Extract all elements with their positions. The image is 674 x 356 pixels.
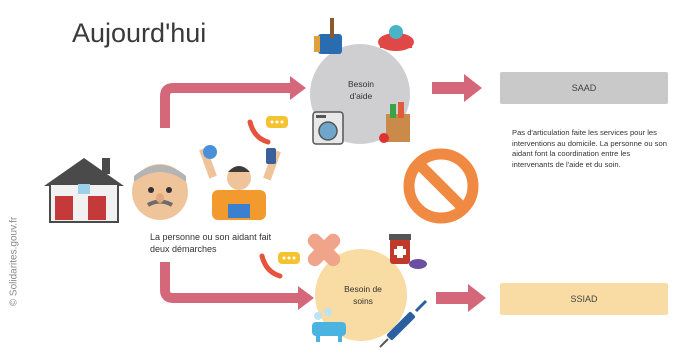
- ssiad-label: SSIAD: [570, 294, 598, 304]
- articulation-note: Pas d'articulation faite les services po…: [512, 128, 667, 169]
- groceries-icon: [379, 102, 410, 143]
- forbidden-icon: [403, 148, 479, 224]
- saad-label: SAAD: [571, 83, 597, 93]
- elderly-man-icon: [132, 164, 188, 220]
- house-icon: [44, 158, 124, 223]
- cooking-pot-icon: [378, 25, 414, 51]
- syringe-icon: [379, 299, 428, 348]
- phone-call-icon: [247, 116, 288, 145]
- bandage-icon: [307, 233, 341, 267]
- arrow-to-aide: [160, 76, 306, 128]
- need-help-label: Besoin d'aide: [348, 79, 374, 101]
- arrow-to-ssiad: [436, 284, 486, 312]
- washing-machine-icon: [312, 111, 344, 145]
- bathtub-icon: [312, 308, 346, 342]
- phone-call-icon: [259, 252, 300, 279]
- page-title: Aujourd'hui: [72, 18, 207, 48]
- cleaning-icon: [314, 18, 342, 54]
- arrow-to-saad: [432, 74, 482, 102]
- ssiad-box: SSIAD: [500, 283, 668, 315]
- medicine-icon: [389, 234, 427, 269]
- need-care-label: Besoin de soins: [344, 284, 382, 306]
- person-caption: La personne ou son aidant fait deux déma…: [150, 232, 272, 254]
- saad-box: SAAD: [500, 72, 668, 104]
- need-care-circle: [315, 249, 407, 341]
- arrow-to-soins: [160, 262, 314, 310]
- caregiver-icon: [199, 145, 281, 220]
